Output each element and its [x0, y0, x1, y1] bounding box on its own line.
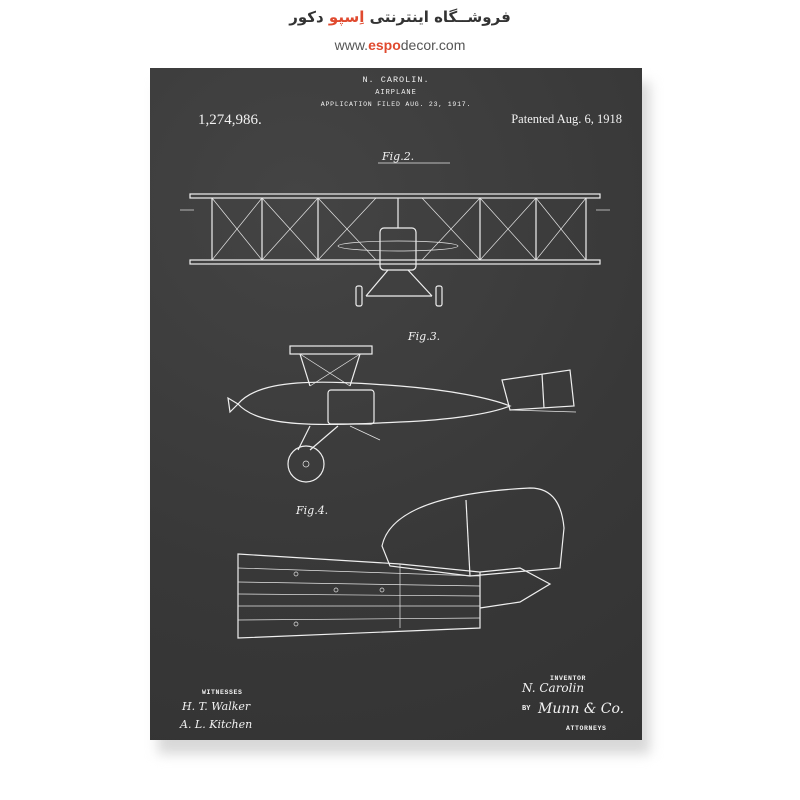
witnesses-label: WITNESSES — [202, 689, 243, 696]
witness-1-signature: H. T. Walker — [181, 700, 251, 713]
patent-title: AIRPLANE — [375, 89, 417, 97]
fig4-tail-detail — [238, 488, 564, 638]
fig2-label: Fig.2. — [381, 150, 414, 163]
store-name-suffix: دکور — [289, 8, 329, 26]
patent-drawing: N. CAROLIN. AIRPLANE APPLICATION FILED A… — [150, 68, 642, 740]
store-url-prefix: www. — [335, 37, 368, 53]
patent-number: 1,274,986. — [198, 112, 262, 128]
fig3-label: Fig.3. — [407, 330, 440, 343]
witness-2-signature: A. L. Kitchen — [179, 718, 252, 731]
fig3-side-view — [228, 346, 576, 482]
store-name: فروشــگاه اینترنتی اِسپو دکور — [0, 8, 800, 26]
store-header: فروشــگاه اینترنتی اِسپو دکور www.espode… — [0, 0, 800, 60]
attorneys-label: ATTORNEYS — [566, 725, 607, 732]
store-name-prefix: فروشــگاه اینترنتی — [364, 8, 510, 26]
inventor-signature: N. Carolin — [521, 681, 584, 695]
store-name-accent: اِسپو — [329, 8, 364, 26]
store-url[interactable]: www.espodecor.com — [0, 37, 800, 53]
patent-canvas-print: N. CAROLIN. AIRPLANE APPLICATION FILED A… — [150, 68, 642, 740]
fig2-front-view — [180, 194, 610, 306]
patented-date: Patented Aug. 6, 1918 — [511, 112, 622, 126]
attorney-signature: Munn & Co. — [537, 701, 624, 717]
store-url-accent: espo — [368, 37, 401, 53]
inventor-header: N. CAROLIN. — [362, 75, 429, 85]
fig4-label: Fig.4. — [295, 504, 328, 517]
store-url-suffix: decor.com — [401, 37, 466, 53]
application-filed: APPLICATION FILED AUG. 23, 1917. — [321, 101, 471, 108]
by-label: BY — [522, 705, 531, 713]
